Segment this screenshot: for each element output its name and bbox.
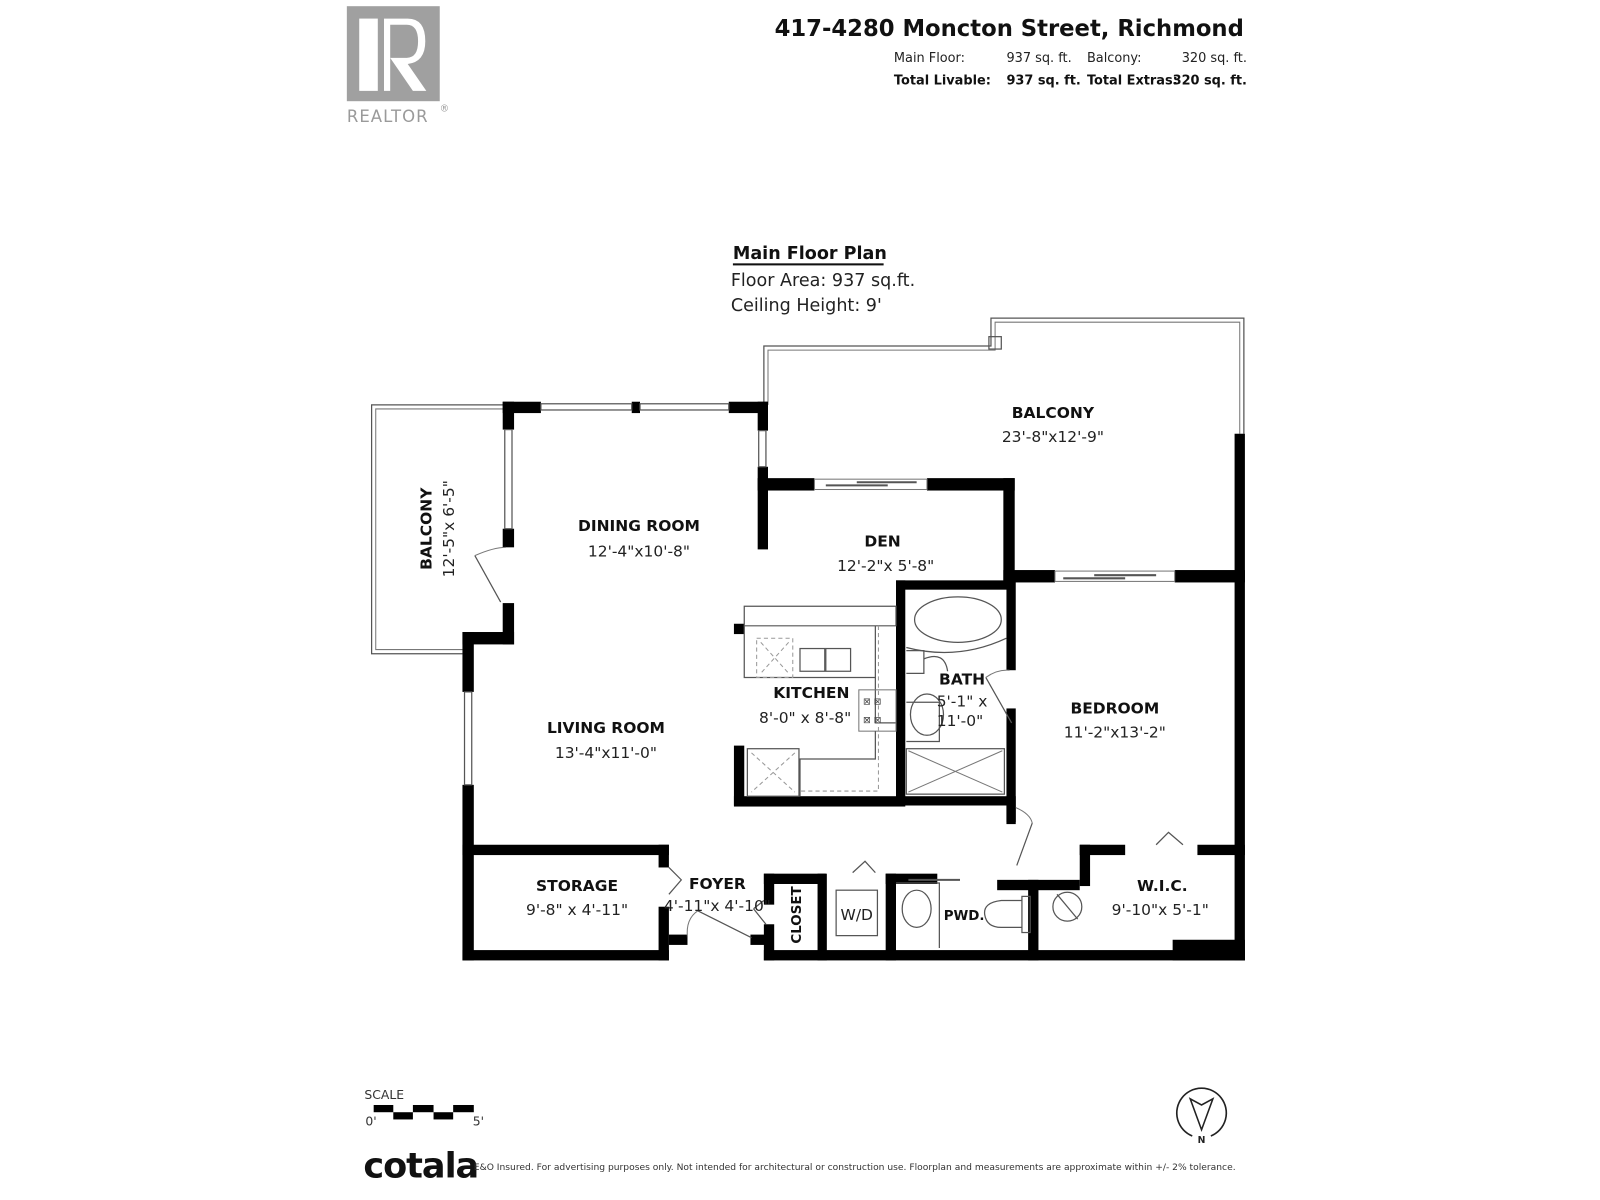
room-name: W.I.C. [1137, 877, 1188, 895]
ceiling-height: Ceiling Height: 9' [731, 296, 882, 316]
room-dimensions-line1: 5'-1" x [937, 692, 988, 710]
room-name: STORAGE [536, 877, 618, 895]
room-name: BATH [939, 671, 985, 689]
scale-end: 5' [473, 1115, 484, 1129]
room-name: CLOSET [790, 885, 805, 943]
balcony-label: Balcony: [1087, 51, 1142, 66]
header: 417-4280 Moncton Street, Richmond Main F… [775, 16, 1247, 89]
room-living: LIVING ROOM 13'-4"x11'-0" [547, 719, 665, 762]
room-dimensions: 23'-8"x12'-9" [1002, 428, 1104, 446]
room-dimensions: 12'-5"x 6'-5" [440, 480, 458, 577]
main-floor-label: Main Floor: [894, 51, 965, 66]
room-dimensions: 4'-11"x 4'-10" [664, 897, 771, 915]
room-dimensions: 12'-2"x 5'-8" [837, 557, 934, 575]
room-labels: BALCONY 12'-5"x 6'-5" DINING ROOM 12'-4"… [417, 404, 1208, 943]
room-name: BALCONY [1012, 404, 1095, 422]
room-balcony-north: BALCONY 23'-8"x12'-9" [1002, 404, 1104, 446]
room-storage: STORAGE 9'-8" x 4'-11" [526, 877, 628, 919]
room-foyer: FOYER 4'-11"x 4'-10" [664, 875, 771, 915]
main-floor-value: 937 sq. ft. [1006, 51, 1071, 66]
room-name: LIVING ROOM [547, 719, 665, 737]
room-kitchen: KITCHEN 8'-0" x 8'-8" [759, 684, 851, 727]
room-dimensions: 12'-4"x10'-8" [588, 543, 690, 561]
sliding-doors [813, 478, 1176, 582]
room-den: DEN 12'-2"x 5'-8" [837, 532, 934, 575]
room-powder: PWD. [944, 909, 985, 924]
scale-label: SCALE [364, 1088, 404, 1102]
total-livable-label: Total Livable: [894, 74, 991, 89]
room-laundry: W/D [841, 906, 873, 924]
disclaimer: E&O Insured. For advertising purposes on… [474, 1163, 1236, 1173]
room-dimensions-line2: 11'-0" [937, 712, 983, 730]
plan-title: Main Floor Plan [733, 244, 887, 264]
cotala-logo: cotala [363, 1145, 478, 1186]
room-dimensions: 9'-10"x 5'-1" [1112, 901, 1209, 919]
room-bath: BATH 5'-1" x 11'-0" [937, 671, 988, 730]
registered-mark: ® [440, 104, 450, 115]
svg-text:⊠ ⊠: ⊠ ⊠ [863, 696, 882, 707]
compass-north-label: N [1198, 1135, 1206, 1146]
room-balcony-west: BALCONY 12'-5"x 6'-5" [417, 480, 458, 577]
room-name: BEDROOM [1070, 700, 1159, 718]
total-extras-value: 320 sq. ft. [1173, 74, 1247, 89]
swing-doors [474, 546, 1184, 939]
room-name: BALCONY [417, 487, 435, 570]
room-name: DEN [864, 532, 900, 550]
balcony-outlines [370, 317, 1245, 655]
room-name: KITCHEN [773, 684, 849, 702]
realtor-logo: REALTOR ® [346, 6, 450, 126]
room-dimensions: 9'-8" x 4'-11" [526, 901, 628, 919]
svg-text:⊠ ⊠: ⊠ ⊠ [863, 715, 882, 726]
total-extras-label: Total Extras: [1087, 74, 1178, 89]
room-name: FOYER [689, 875, 746, 893]
room-dimensions: 8'-0" x 8'-8" [759, 709, 851, 727]
room-dimensions: 11'-2"x13'-2" [1064, 723, 1166, 741]
room-closet: CLOSET [790, 885, 805, 943]
balcony-value: 320 sq. ft. [1182, 51, 1247, 66]
room-bedroom: BEDROOM 11'-2"x13'-2" [1064, 700, 1166, 742]
walls [462, 401, 1245, 961]
total-livable-value: 937 sq. ft. [1006, 74, 1080, 89]
room-name: DINING ROOM [578, 517, 700, 535]
room-dimensions: 13'-4"x11'-0" [555, 744, 657, 762]
windows [463, 403, 767, 786]
footer: cotala E&O Insured. For advertising purp… [363, 1145, 1235, 1186]
scale-start: 0' [365, 1115, 376, 1129]
floor-area: Floor Area: 937 sq.ft. [731, 271, 915, 291]
property-address: 417-4280 Moncton Street, Richmond [775, 16, 1244, 42]
plan-title-block: Main Floor Plan Floor Area: 937 sq.ft. C… [731, 244, 915, 316]
fixtures: ⊠ ⊠ ⊠ ⊠ [743, 596, 1083, 949]
room-wic: W.I.C. 9'-10"x 5'-1" [1112, 877, 1209, 919]
room-dining: DINING ROOM 12'-4"x10'-8" [578, 517, 700, 561]
realtor-logo-text: REALTOR [347, 107, 429, 126]
north-compass-icon: N [1175, 1087, 1228, 1146]
scale-bar: SCALE 0' 5' [364, 1088, 484, 1129]
